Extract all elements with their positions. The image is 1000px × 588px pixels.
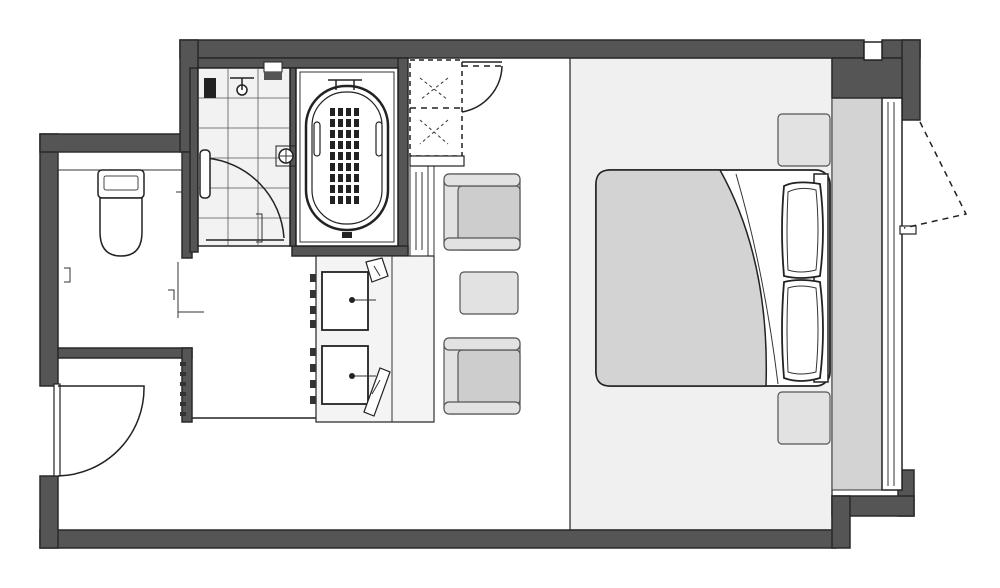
lower-dispenser (363, 367, 391, 417)
pillow-lower (781, 279, 824, 382)
sink-icon (321, 271, 369, 331)
sink-lower (310, 345, 391, 417)
shower-handle (256, 213, 263, 243)
tub-handle-right (375, 121, 383, 157)
wall-left-lower (39, 475, 59, 549)
window-frame (881, 97, 903, 491)
bathroom (197, 61, 399, 247)
wall-bath-left-inner (189, 67, 199, 253)
tub-inner-rim (299, 71, 395, 243)
closet-sill (409, 155, 465, 167)
wall-toilet-bottom (57, 347, 193, 359)
corner-post (863, 41, 883, 61)
toilet-room (57, 151, 183, 283)
tub-handle-left (313, 121, 321, 157)
armchair-lower (443, 337, 521, 415)
window-swing (903, 121, 968, 229)
living-area (443, 173, 521, 415)
shower-mirror (263, 61, 283, 73)
wall-bath-right (397, 57, 409, 255)
upper-dispenser (365, 257, 389, 283)
window (881, 97, 968, 491)
sink-upper (310, 257, 389, 331)
wall-bottom-right-step (831, 495, 851, 549)
shower-grab-bar (199, 149, 211, 199)
entrance-door-leaf (53, 383, 61, 477)
hall-hooks (180, 362, 186, 416)
bedroom (595, 41, 968, 491)
coffee-table (459, 271, 519, 315)
wall-toilet-top (39, 133, 199, 153)
wall-right-upper (901, 39, 921, 121)
window-bay-floor (831, 97, 885, 491)
bed-icon (595, 169, 831, 387)
armchair-icon (443, 173, 521, 251)
sink-upper-dashes (310, 274, 316, 328)
bath-door-handle (168, 289, 175, 300)
wall-bath-bottom (291, 245, 409, 257)
toilet-tank-lid (103, 175, 139, 191)
door-swing-icon (57, 385, 145, 477)
tub-drain (342, 232, 352, 238)
toilet-grab-bar (64, 267, 71, 283)
tub-mat (330, 108, 359, 204)
nightstand-upper (777, 113, 831, 167)
shower-hose (230, 77, 254, 90)
tub-faucet (328, 79, 362, 90)
nightstand-lower (777, 391, 831, 445)
wall-bath-inner (197, 57, 401, 69)
window-latch (899, 225, 917, 235)
wall-left-toilet (39, 133, 59, 387)
shower-door-arc (205, 157, 285, 239)
closet (409, 59, 503, 167)
bathtub-inner (311, 91, 383, 225)
shower-soap-rack (264, 72, 282, 80)
closet-door-arc (461, 65, 503, 113)
bed-fold (735, 173, 779, 385)
toilet-icon (99, 197, 143, 257)
bed-duvet (595, 169, 768, 387)
shower-shelf (204, 78, 216, 98)
wall-right-bay-top (831, 57, 903, 99)
walls (39, 39, 921, 549)
sink-lower-dashes (310, 348, 316, 404)
wall-top (179, 39, 865, 59)
wall-bottom (39, 529, 837, 549)
vanity-area (168, 165, 435, 423)
entrance-door (53, 383, 145, 477)
sink-icon-lower (321, 345, 369, 405)
pillow-upper (781, 181, 824, 279)
